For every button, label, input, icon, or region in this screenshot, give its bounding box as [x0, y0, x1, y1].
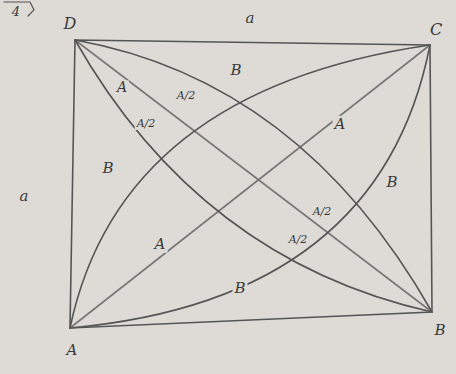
point-label: B [228, 62, 243, 79]
point-label: C [428, 21, 444, 39]
point-label: A/2 [135, 118, 158, 130]
rectangle [70, 40, 432, 328]
point-label: 4 [10, 5, 22, 19]
point-label: A/2 [175, 90, 198, 102]
point-label: A [115, 80, 129, 95]
diagonal [70, 45, 430, 328]
point-label: B [432, 322, 447, 339]
point-label: A [153, 236, 168, 253]
point-label: A/2 [287, 234, 310, 246]
point-label: B [100, 160, 115, 177]
point-label: a [18, 188, 31, 205]
point-label: a [244, 10, 257, 27]
point-label: A [65, 342, 80, 359]
point-label: A/2 [311, 206, 334, 218]
point-label: B [384, 174, 399, 191]
point-label: B [232, 280, 247, 297]
point-label: D [62, 15, 79, 33]
point-label: A [333, 116, 348, 133]
arc [70, 45, 430, 328]
arc [70, 45, 430, 328]
